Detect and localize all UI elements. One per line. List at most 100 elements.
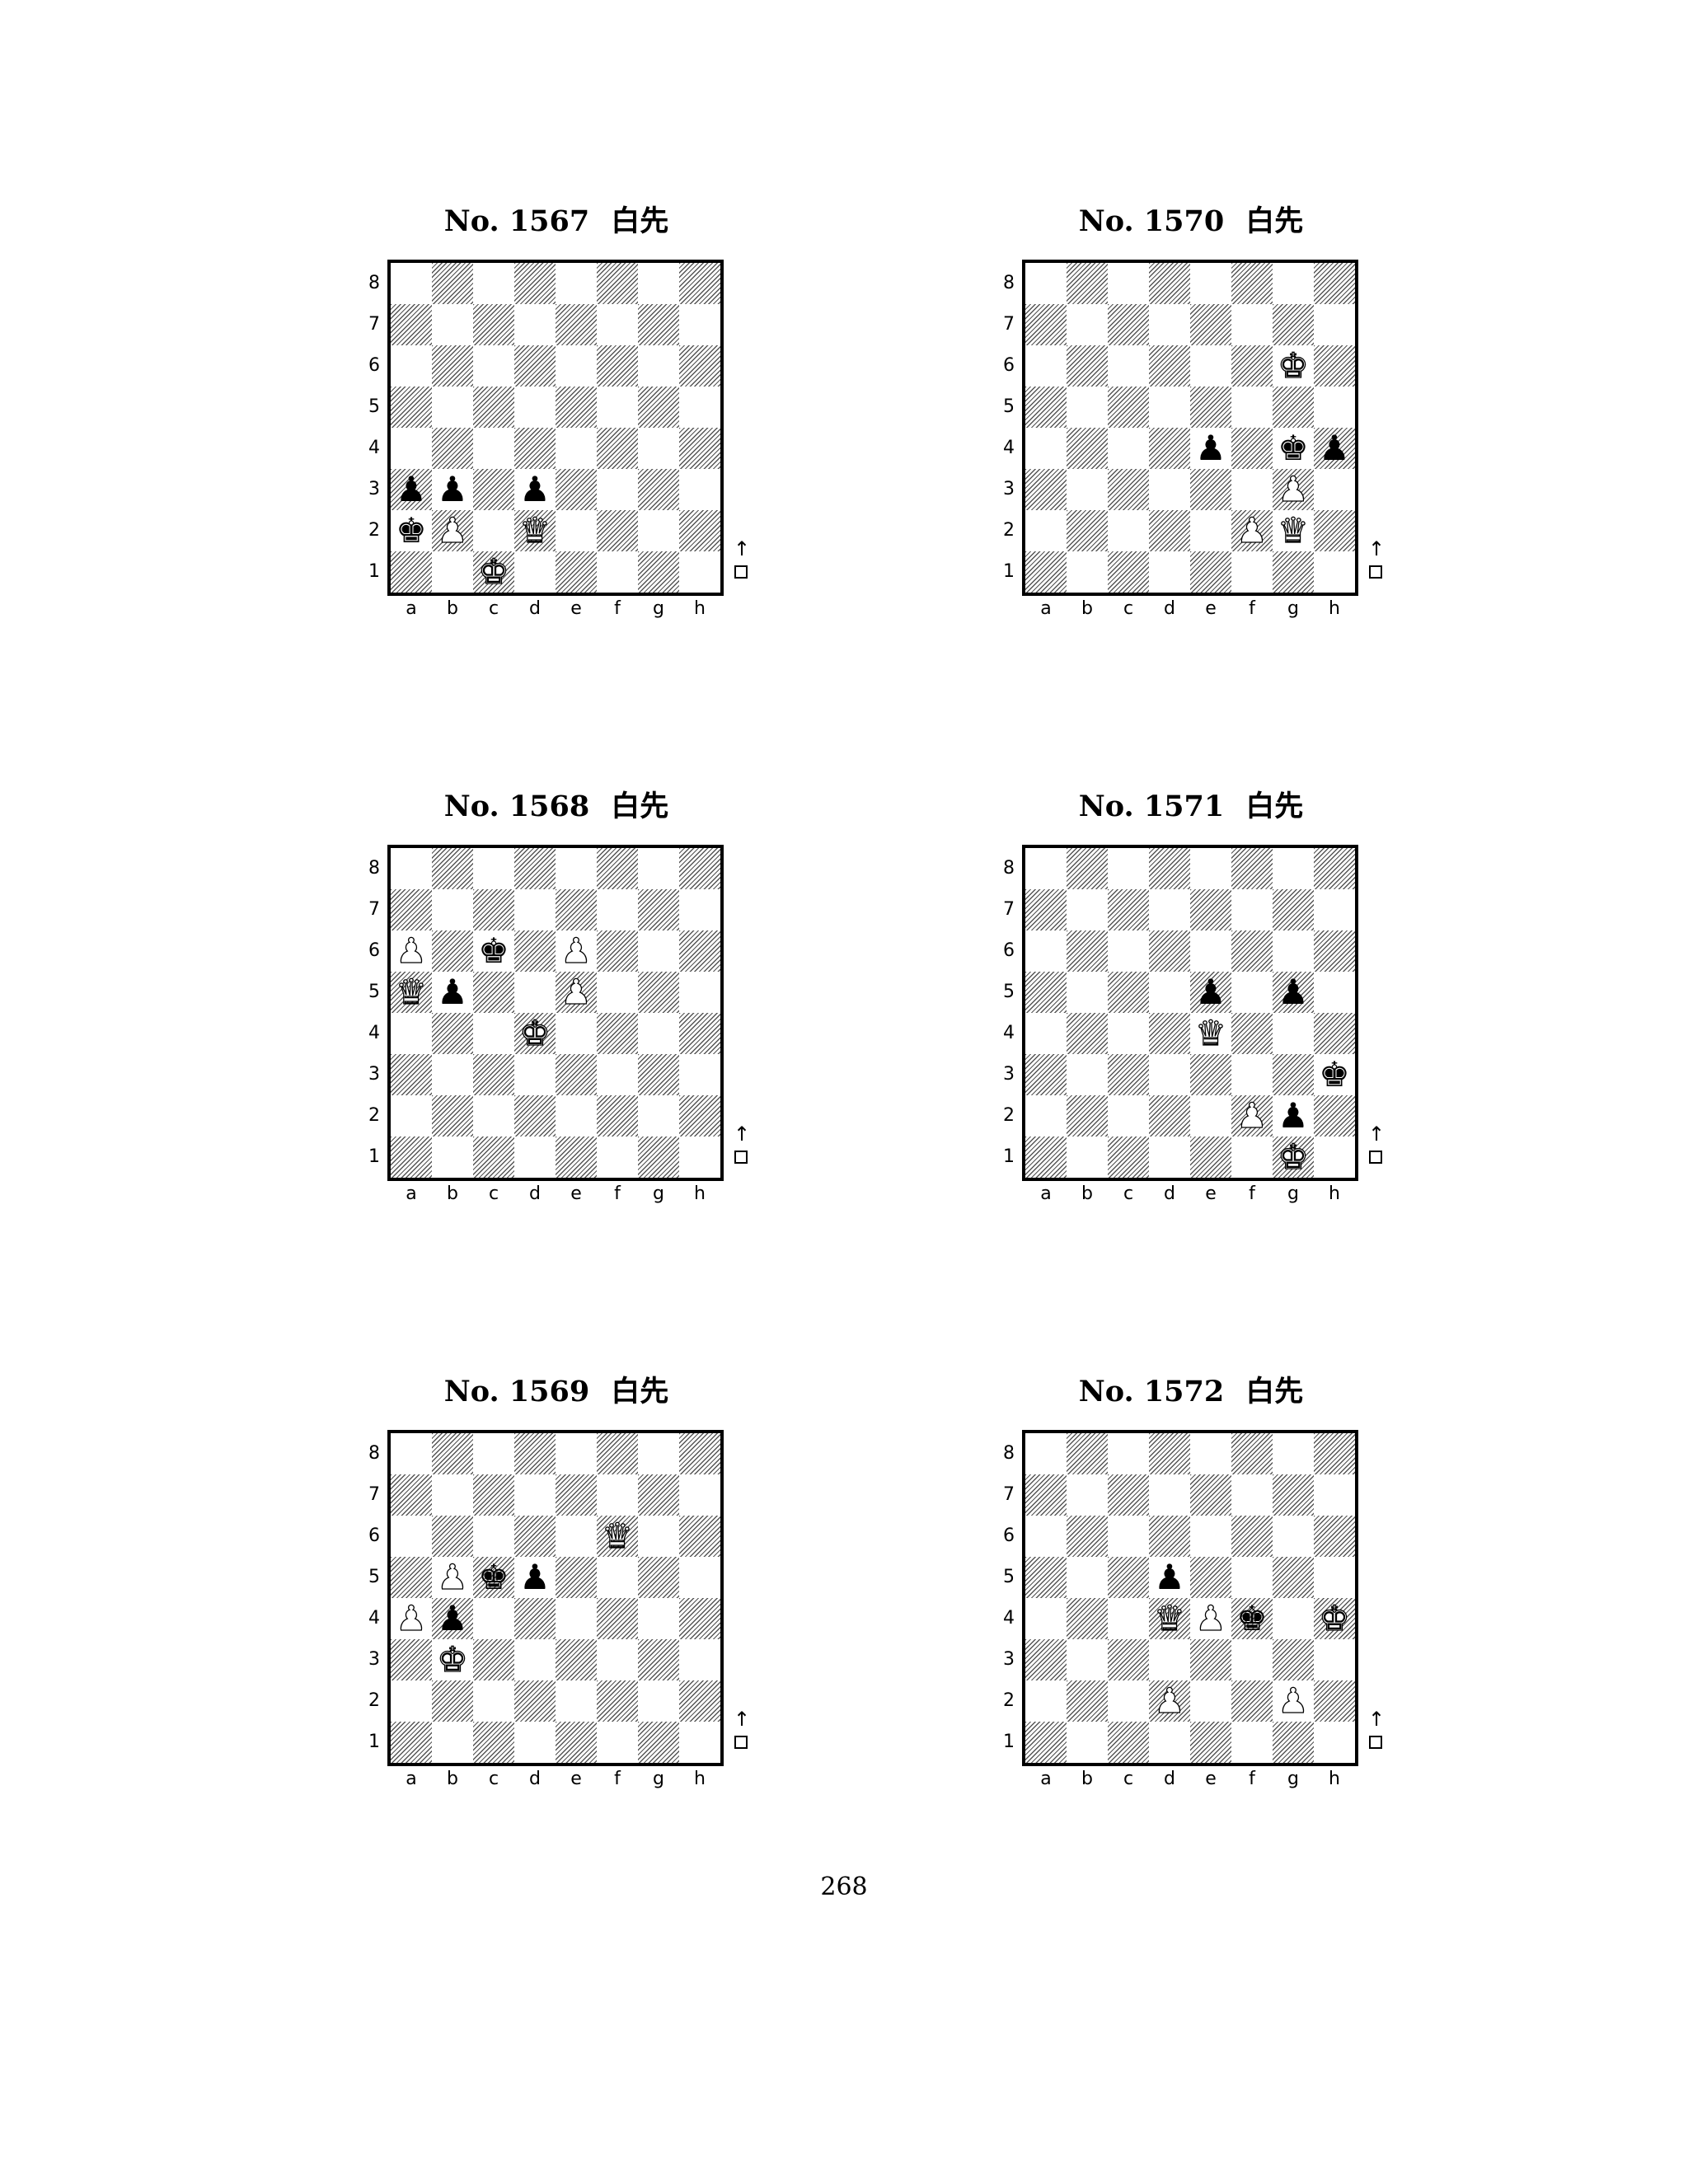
board-square-c8 xyxy=(1108,848,1149,889)
board-square-d4 xyxy=(514,1013,556,1054)
rank-label: 3 xyxy=(1003,1064,1015,1085)
board-square-d6 xyxy=(1149,1516,1190,1557)
board-square-c2 xyxy=(1108,1680,1149,1722)
board-square-c3 xyxy=(1108,1054,1149,1095)
board-square-c5 xyxy=(1108,972,1149,1013)
board-square-b4 xyxy=(432,1013,473,1054)
white-pawn-icon: ♟ xyxy=(1195,1597,1227,1638)
rank-label: 5 xyxy=(368,396,380,417)
black-pawn-icon: ♟ xyxy=(437,1598,468,1638)
board-square-g2 xyxy=(638,510,679,551)
board-square-b6 xyxy=(1067,930,1108,972)
board-square-e8 xyxy=(556,1433,597,1474)
board-square-f4 xyxy=(1231,1598,1273,1639)
board-square-a7 xyxy=(391,1474,432,1516)
board-square-h8 xyxy=(679,1433,720,1474)
board-square-c7 xyxy=(473,304,514,345)
black-pawn-icon: ♟ xyxy=(396,469,427,509)
board-square-e4 xyxy=(556,1598,597,1639)
board-square-h4 xyxy=(1314,428,1355,469)
board-square-c2 xyxy=(473,1680,514,1722)
board-square-c2 xyxy=(473,510,514,551)
board-square-f6 xyxy=(1231,1516,1273,1557)
board-square-e8 xyxy=(556,263,597,304)
file-label: a xyxy=(1040,1183,1052,1204)
file-label: g xyxy=(653,598,664,619)
board-square-c5 xyxy=(473,972,514,1013)
white-queen-icon: ♛ xyxy=(1278,509,1310,551)
board-square-e5 xyxy=(556,1557,597,1598)
file-label: b xyxy=(1081,1183,1093,1204)
board-square-d3 xyxy=(514,1639,556,1680)
board-square-a7 xyxy=(1025,1474,1067,1516)
board-square-h6 xyxy=(1314,1516,1355,1557)
file-label: a xyxy=(1040,1769,1052,1789)
board-square-f5 xyxy=(1231,1557,1273,1598)
board-square-g5 xyxy=(1273,387,1314,428)
board-square-h6 xyxy=(679,345,720,387)
board-square-d1 xyxy=(514,551,556,593)
board-square-a1 xyxy=(391,1137,432,1178)
board-square-b8 xyxy=(1067,848,1108,889)
board-square-d6 xyxy=(514,930,556,972)
board-square-f4 xyxy=(597,1598,638,1639)
board-square-h1 xyxy=(679,1137,720,1178)
board-square-b6 xyxy=(432,1516,473,1557)
board-square-e2 xyxy=(556,510,597,551)
board-square-g7 xyxy=(1273,304,1314,345)
board-square-e3 xyxy=(1190,1054,1231,1095)
board-square-g2 xyxy=(638,1680,679,1722)
board-square-g8 xyxy=(1273,848,1314,889)
board-square-e1 xyxy=(1190,1137,1231,1178)
board-square-b2 xyxy=(1067,1095,1108,1137)
white-to-move-indicator: ↑ xyxy=(734,539,750,585)
board-square-g8 xyxy=(638,1433,679,1474)
board-square-f8 xyxy=(1231,263,1273,304)
board-square-b2 xyxy=(1067,1680,1108,1722)
board-square-h3 xyxy=(1314,1639,1355,1680)
board-square-h3 xyxy=(679,1639,720,1680)
board-square-e7 xyxy=(1190,304,1231,345)
board-square-g5 xyxy=(1273,972,1314,1013)
arrow-up-icon: ↑ xyxy=(1368,537,1386,560)
board-square-a8 xyxy=(391,848,432,889)
file-label: h xyxy=(1329,598,1340,619)
rank-label: 3 xyxy=(1003,479,1015,499)
board-square-f5 xyxy=(597,1557,638,1598)
board-square-b6 xyxy=(1067,1516,1108,1557)
board-square-e3 xyxy=(556,1639,597,1680)
side-to-move-label: 白先 xyxy=(611,790,669,823)
board-square-a4 xyxy=(1025,1013,1067,1054)
board-square-b1 xyxy=(432,551,473,593)
board-square-e7 xyxy=(556,1474,597,1516)
file-label: c xyxy=(488,598,499,619)
white-pawn-icon: ♟ xyxy=(396,930,428,971)
board-square-b4 xyxy=(1067,1598,1108,1639)
board-square-h8 xyxy=(1314,848,1355,889)
file-label: a xyxy=(406,1183,417,1204)
board-square-a8 xyxy=(1025,848,1067,889)
rank-label: 7 xyxy=(368,314,380,335)
board-square-b5 xyxy=(1067,1557,1108,1598)
rank-label: 6 xyxy=(368,1526,380,1546)
rank-label: 8 xyxy=(1003,273,1015,293)
board-square-c8 xyxy=(1108,263,1149,304)
board-square-c2 xyxy=(473,1095,514,1137)
file-label: g xyxy=(1287,1769,1299,1789)
board-square-h8 xyxy=(679,848,720,889)
board-square-b4 xyxy=(1067,428,1108,469)
board-square-b8 xyxy=(1067,263,1108,304)
board-square-g7 xyxy=(638,1474,679,1516)
black-king-icon: ♚ xyxy=(1319,1054,1350,1094)
board-square-e6 xyxy=(1190,1516,1231,1557)
board-square-b4 xyxy=(432,428,473,469)
arrow-up-icon: ↑ xyxy=(1368,1122,1386,1146)
file-label: h xyxy=(694,1183,706,1204)
board-square-f4 xyxy=(597,1013,638,1054)
board-square-d1 xyxy=(514,1722,556,1763)
board-square-a2 xyxy=(391,1095,432,1137)
board-square-e2 xyxy=(1190,510,1231,551)
board-square-g1 xyxy=(1273,1137,1314,1178)
board-square-b6 xyxy=(1067,345,1108,387)
